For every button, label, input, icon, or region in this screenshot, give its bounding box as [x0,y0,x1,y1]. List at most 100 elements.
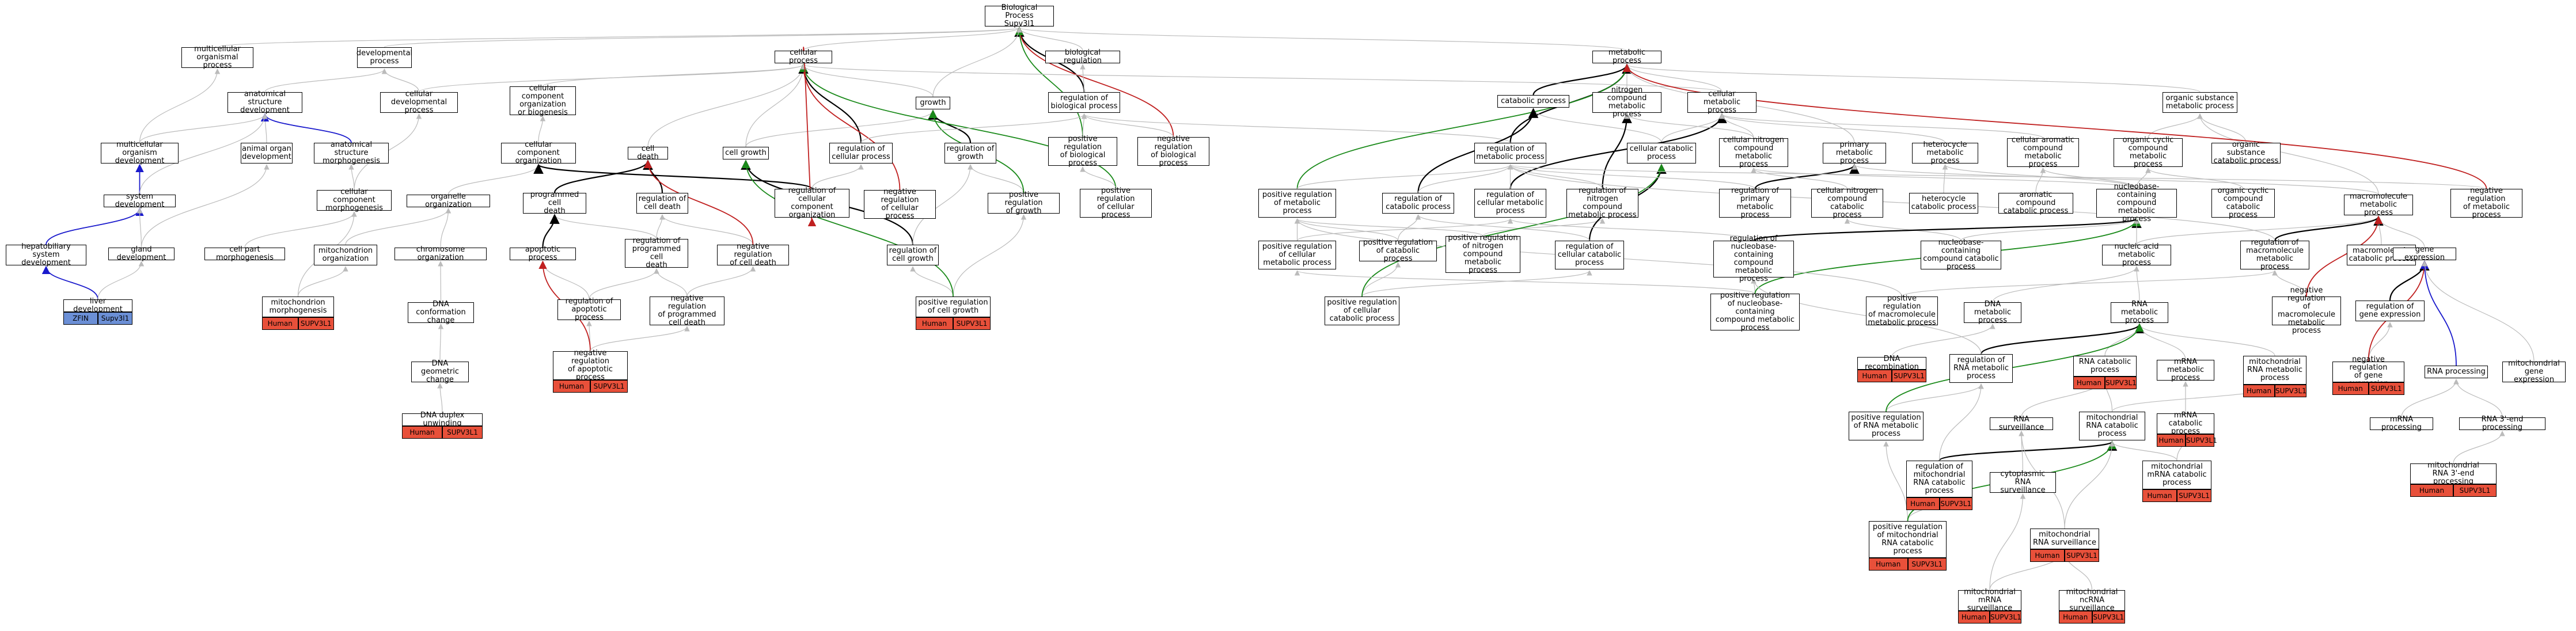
go-term-regprim[interactable]: regulation of primary metabolic process [1719,187,1791,219]
go-term-regccorg[interactable]: regulation of cellular component organiz… [775,187,849,219]
go-term-negcd[interactable]: negative regulation of cell death [717,243,789,267]
gene-symbol-tag[interactable]: SUPV3L1 [1939,497,1972,510]
go-term-mitornamet[interactable]: mitochondrial RNA metabolic process [2243,356,2306,385]
go-term-biareg[interactable]: biological regulation [1045,49,1120,65]
go-term-mitomrnasurv[interactable]: mitochondrial mRNA surveillance [1958,588,2021,613]
go-term-ccorg[interactable]: cellular component organization [501,141,576,165]
go-term-cellnitro[interactable]: cellular nitrogen compound metabolic pro… [1719,136,1788,169]
organism-tag-zfin[interactable]: ZFIN [63,312,98,325]
go-term-ccmorph[interactable]: cellular component morphogenesis [317,188,392,212]
go-term-regcg[interactable]: regulation of cell growth [887,245,939,265]
gene-symbol-tag[interactable]: SUPV3L1 [1990,611,2021,624]
go-term-posnucleo[interactable]: positive regulation of nucleobase-contai… [1710,292,1800,332]
go-term-mitoncrnasurv[interactable]: mitochondrial ncRNA surveillance [2059,588,2125,613]
go-term-regapop[interactable]: regulation of apoptotic process [557,298,621,322]
go-term-pcd[interactable]: programmed cell death [523,191,586,215]
go-term-reggenexp[interactable]: regulation of gene expression [2355,301,2425,321]
go-term-animal[interactable]: animal organ development [241,143,293,164]
go-term-regcellmet[interactable]: regulation of cellular metabolic process [1474,189,1546,218]
organism-tag-human[interactable]: Human [1857,370,1892,382]
organism-tag-human[interactable]: Human [1906,497,1940,510]
gene-symbol-tag[interactable]: SUPV3L1 [2453,484,2497,497]
go-term-cellmet[interactable]: cellular metabolic process [1687,90,1756,115]
go-term-regcat[interactable]: regulation of catabolic process [1382,193,1454,214]
go-term-liver[interactable]: liver development [63,298,132,314]
organism-tag-human[interactable]: Human [2157,434,2186,447]
go-term-regnitro[interactable]: regulation of nitrogen compound metaboli… [1566,187,1638,219]
organism-tag-human[interactable]: Human [2073,377,2105,389]
gene-symbol-tag[interactable]: SUPV3L1 [2275,385,2306,397]
go-term-anat[interactable]: anatomical structure development [227,90,302,115]
go-term-hetcat[interactable]: heterocycle catabolic process [1909,193,1978,214]
go-term-negpcd[interactable]: negative regulation of programmed cell d… [650,295,724,327]
go-term-bio[interactable]: Biological Process Supv3l1 [985,4,1054,28]
gene-symbol-tag[interactable]: SUPV3L1 [2177,489,2211,502]
go-term-regrna[interactable]: regulation of RNA metabolic process [1949,354,2013,383]
go-term-poscellproc[interactable]: positive regulation of cellular process [1080,187,1152,219]
go-term-reggrowth[interactable]: regulation of growth [944,143,996,164]
gene-symbol-tag[interactable]: SUPV3L1 [2105,377,2137,389]
go-term-regpcd[interactable]: regulation of programmed cell death [625,237,688,269]
go-term-chrom[interactable]: chromosome organization [394,246,487,262]
go-term-cytosurv[interactable]: cytoplasmic RNA surveillance [1990,470,2056,495]
go-term-macro[interactable]: macromolecule metabolic process [2344,193,2413,217]
go-term-heterocycle[interactable]: heterocycle metabolic process [1912,141,1978,165]
go-term-negmet[interactable]: negative regulation of metabolic process [2450,187,2522,219]
gene-symbol-tag[interactable]: SUPV3L1 [1907,558,1947,571]
go-term-celldev[interactable]: cellular developmental process [380,90,458,115]
go-term-cellnitrocat[interactable]: cellular nitrogen compound catabolic pro… [1811,187,1883,219]
gene-symbol-tag[interactable]: Supv3l1 [98,312,132,325]
go-term-dnaunw[interactable]: DNA duplex unwinding [402,412,483,428]
go-term-negcellproc[interactable]: negative regulation of cellular process [864,188,936,221]
go-term-posrna[interactable]: positive regulation of RNA metabolic pro… [1849,412,1924,440]
gene-symbol-tag[interactable]: SUPV3L1 [953,317,991,330]
go-term-orgsub[interactable]: organic substance metabolic process [2163,92,2237,113]
go-term-negmacro[interactable]: negative regulation of macromolecule met… [2272,287,2341,335]
go-term-cellproc[interactable]: cellular process [775,49,832,65]
go-term-mitornasurv[interactable]: mitochondrial RNA surveillance [2030,529,2099,549]
go-term-cellpart[interactable]: cell part morphogenesis [204,246,285,262]
go-term-posnitro[interactable]: positive regulation of nitrogen compound… [1446,234,1520,275]
go-term-anatmorph[interactable]: anatomical structure morphogenesis [314,141,389,165]
go-term-mitornacat[interactable]: mitochondrial RNA catabolic process [2079,412,2145,440]
go-term-aromatic[interactable]: cellular aromatic compound metabolic pro… [2007,136,2079,169]
go-term-nucleo[interactable]: nucleobase-containing compound metabolic… [2096,183,2177,223]
go-term-cellcat[interactable]: cellular catabolic process [1627,143,1696,164]
organism-tag-human[interactable]: Human [2410,484,2453,497]
go-term-poscellcat[interactable]: positive regulation of cellular cataboli… [1325,297,1399,325]
go-term-dnarecomb[interactable]: DNA recombination [1857,355,1926,371]
organism-tag-human[interactable]: Human [553,380,590,393]
go-term-mitoorg[interactable]: mitochondrion organization [314,245,377,265]
go-term-dev[interactable]: developmental process [356,47,412,68]
go-term-poscg[interactable]: positive regulation of cell growth [916,297,991,317]
go-term-regmitornacat[interactable]: regulation of mitochondrial RNA cataboli… [1906,461,1972,497]
go-term-regcellcat[interactable]: regulation of cellular catabolic process [1555,241,1624,269]
go-term-rnaproc[interactable]: RNA processing [2425,366,2488,378]
organism-tag-human[interactable]: Human [1869,558,1908,571]
go-term-regmet[interactable]: regulation of metabolic process [1474,143,1546,164]
go-term-orgcycliccat[interactable]: organic cyclic compound catabolic proces… [2211,187,2275,219]
go-term-nucacid[interactable]: nucleic acid metabolic process [2102,243,2171,267]
go-term-dnageo[interactable]: DNA geometric change [411,360,469,384]
organism-tag-human[interactable]: Human [2142,489,2177,502]
go-term-mitogenexp[interactable]: mitochondrial gene expression [2502,360,2566,384]
go-term-multidev[interactable]: multicellular organism development [101,141,179,165]
go-term-metab[interactable]: metabolic process [1592,49,1661,65]
go-term-poscat[interactable]: positive regulation of catabolic process [1359,239,1437,263]
go-term-posmacro[interactable]: positive regulation of macromolecule met… [1866,295,1938,327]
go-term-mrnaproc[interactable]: mRNA processing [2370,416,2433,432]
go-term-rnacat[interactable]: RNA catabolic process [2073,356,2137,377]
go-term-hepato[interactable]: hepatobiliary system development [6,243,86,267]
go-term-orgsubcat[interactable]: organic substance catabolic process [2211,141,2281,165]
go-term-rnamet[interactable]: RNA metabolic process [2111,301,2168,325]
go-term-sysdev[interactable]: system development [104,193,176,209]
go-term-multi[interactable]: multicellular organismal process [181,45,253,70]
go-term-gland[interactable]: gland development [108,246,174,262]
go-term-mitomrnacat[interactable]: mitochondrial mRNA catabolic process [2142,461,2211,489]
go-term-posmet[interactable]: positive regulation of metabolic process [1258,189,1336,218]
go-term-rna3end[interactable]: RNA 3'-end processing [2459,416,2545,432]
gene-symbol-tag[interactable]: SUPV3L1 [2186,434,2217,447]
go-term-orgorg[interactable]: organelle organization [407,193,490,209]
go-term-dnaconf[interactable]: DNA conformation change [408,301,474,325]
go-term-negapop[interactable]: negative regulation of apoptotic process [553,349,628,382]
